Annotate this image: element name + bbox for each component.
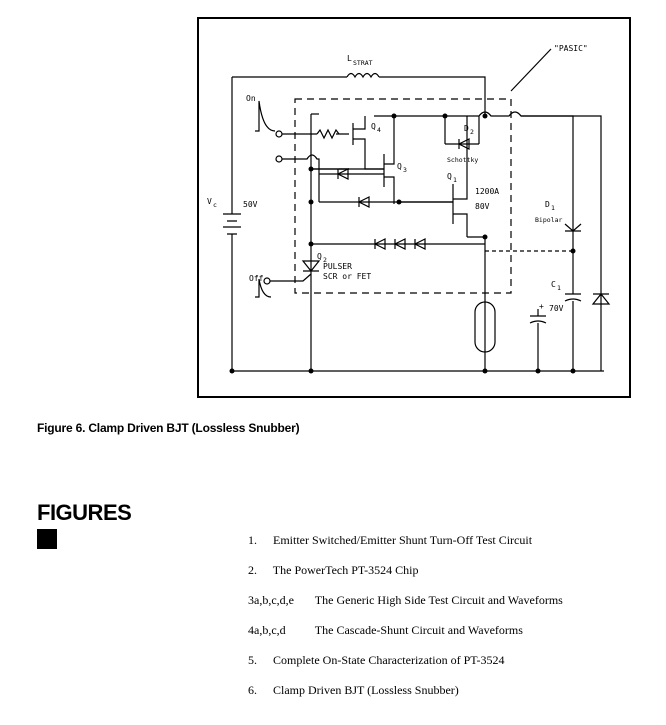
label-c1-sub: 1 <box>557 284 561 292</box>
label-schottky: Schottky <box>447 156 478 164</box>
label-q3: Q <box>397 162 402 171</box>
label-q2: Q <box>317 252 322 261</box>
figure-number: 6. <box>248 683 257 697</box>
label-d1: D <box>545 200 550 209</box>
list-item: 6. Clamp Driven BJT (Lossless Snubber) <box>248 681 563 711</box>
list-item: 1. Emitter Switched/Emitter Shunt Turn-O… <box>248 531 563 561</box>
inductor-l-stray <box>346 72 380 79</box>
label-l-stray-sub: STRAT <box>353 59 373 67</box>
label-scr-fet: SCR or FET <box>323 272 371 281</box>
label-q4: Q <box>371 122 376 131</box>
figure-number: 1. <box>248 533 257 547</box>
figure-number: 4a,b,c,d <box>248 623 286 637</box>
label-d2: D <box>464 124 469 133</box>
section-marker <box>37 529 57 549</box>
list-item: 5. Complete On-State Characterization of… <box>248 651 563 681</box>
list-item: 3a,b,c,d,e The Generic High Side Test Ci… <box>248 591 563 621</box>
section-title: FIGURES <box>37 500 132 525</box>
battery-vc <box>223 213 241 235</box>
circuit-schematic: L STRAT "PASIC" On Q 4 D 2 Schottky Q 3 … <box>207 44 611 374</box>
figure-number: 2. <box>248 563 257 577</box>
label-off: Off <box>249 274 264 283</box>
figure-title: The PowerTech PT-3524 Chip <box>272 563 419 577</box>
label-q3-sub: 3 <box>403 166 407 174</box>
label-bipolar: Bipolar <box>535 216 562 224</box>
label-c1: C <box>551 280 556 289</box>
label-on: On <box>246 94 256 103</box>
figure-number: 5. <box>248 653 257 667</box>
scr-symbol <box>301 260 321 272</box>
circuit-diagram: L STRAT "PASIC" On Q 4 D 2 Schottky Q 3 … <box>197 17 631 398</box>
figure-title: The Cascade-Shunt Circuit and Waveforms <box>314 623 523 637</box>
figure-title: Clamp Driven BJT (Lossless Snubber) <box>273 683 459 697</box>
figure-number: 3a,b,c,d,e <box>248 593 294 607</box>
label-vc-value: 50V <box>243 200 258 209</box>
label-q1-sub: 1 <box>453 176 457 184</box>
figure-title: Emitter Switched/Emitter Shunt Turn-Off … <box>273 533 533 547</box>
label-d2-sub: 2 <box>470 128 474 136</box>
figure-title: The Generic High Side Test Circuit and W… <box>314 593 563 607</box>
label-vc: V <box>207 197 212 206</box>
label-pulser: PULSER <box>323 262 352 271</box>
label-q2-sub: 2 <box>323 256 327 264</box>
list-item: 4a,b,c,d The Cascade-Shunt Circuit and W… <box>248 621 563 651</box>
label-rating-current: 1200A <box>475 187 499 196</box>
label-d1-sub: 1 <box>551 204 555 212</box>
label-pasic: "PASIC" <box>554 44 588 53</box>
label-q1: Q <box>447 172 452 181</box>
label-rating-voltage: 80V <box>475 202 490 211</box>
gate-resistor <box>316 128 340 140</box>
pasic-boundary <box>294 98 512 294</box>
figure-list: 1. Emitter Switched/Emitter Shunt Turn-O… <box>248 531 563 711</box>
figure-caption: Figure 6. Clamp Driven BJT (Lossless Snu… <box>37 421 300 435</box>
figure-title: Complete On-State Characterization of PT… <box>273 653 505 667</box>
label-c1-value: 70V <box>549 304 564 313</box>
list-item: 2. The PowerTech PT-3524 Chip <box>248 561 563 591</box>
label-c1-plus: + <box>539 302 544 311</box>
label-vc-sub: c <box>213 201 217 209</box>
label-q4-sub: 4 <box>377 126 381 134</box>
label-l-stray: L <box>347 54 352 63</box>
